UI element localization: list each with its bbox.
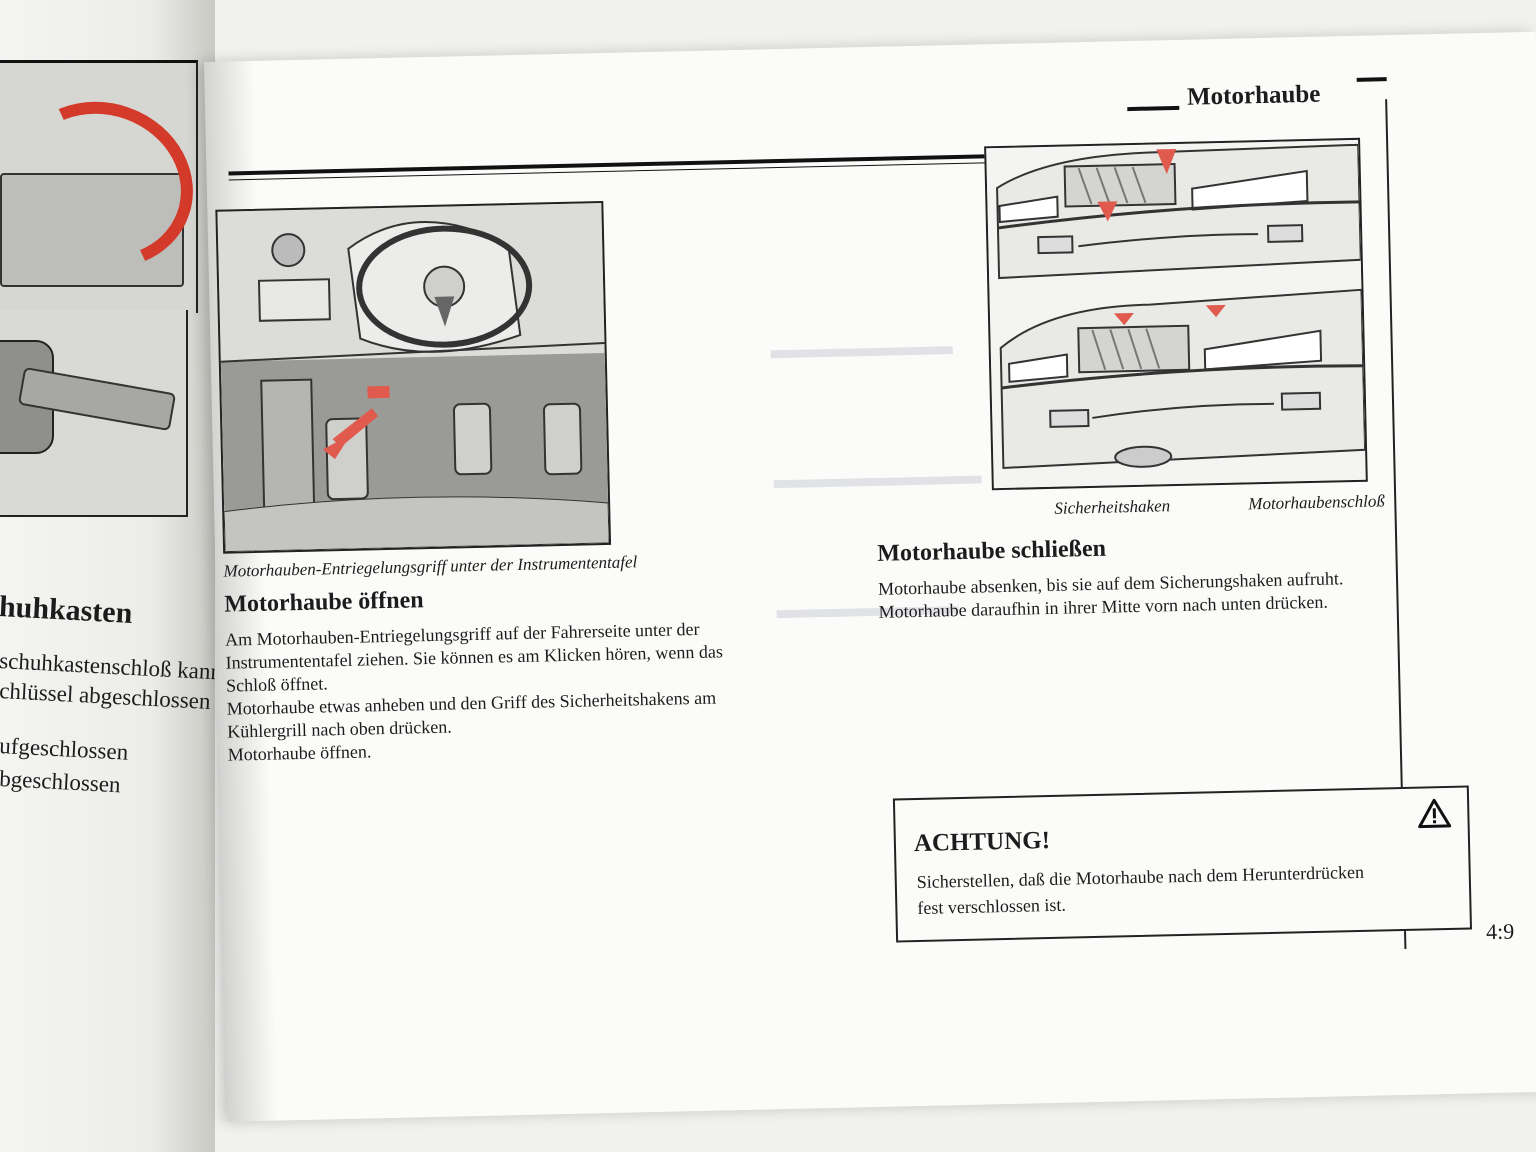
section-heading-close: Motorhaube schließen [877,535,1107,567]
glovebox-lock-illustration: B [0,60,215,348]
warning-title: ACHTUNG! [913,827,1051,858]
key-illustration [0,310,188,517]
warning-box: ACHTUNG! Sicherstellen, daß die Motorhau… [892,785,1473,943]
figure-caption-safety-hook: Sicherheitshaken [1054,496,1171,518]
left-page: B huhkasten schuhkastenschloß kann chlüs… [0,0,215,1152]
hood-closing-illustration [984,137,1368,491]
lock-housing [0,173,184,287]
left-page-line: ufgeschlossen [0,733,129,765]
show-through-text: ▬▬▬▬▬▬▬ [770,331,953,365]
manual-page: ▬▬▬▬▬▬▬ ▬▬▬▬▬▬▬▬ ▬▬▬▬▬▬▬ Motorhaube [204,31,1536,1122]
title-decoration [1356,77,1387,82]
figure-caption-hood-lock: Motorhaubenschloß [1248,491,1386,514]
left-page-heading: huhkasten [0,590,134,630]
show-through-text: ▬▬▬▬▬▬▬▬ [773,460,982,495]
release-lever-highlight [367,385,390,399]
warning-text: Sicherstellen, daß die Motorhaube nach d… [916,861,1365,893]
dashboard-drawing [217,203,610,553]
body-line: Kühlergrill nach oben drücken. [226,716,452,742]
hood-release-illustration [215,200,612,554]
title-decoration [1127,105,1180,112]
warning-triangle-icon [1418,798,1452,829]
car-front-drawing [986,139,1367,489]
page-number: 4:9 [1485,918,1515,945]
left-page-line: bgeschlossen [0,766,122,798]
body-line: Schloß öffnet. [225,673,329,696]
left-page-line: chlüssel abgeschlossen [0,678,212,715]
figure-caption: Motorhauben-Entriegelungsgriff unter der… [223,552,638,581]
section-heading-open: Motorhaube öffnen [224,587,424,618]
warning-text: fest verschlossen ist. [917,894,1067,919]
section-title: Motorhaube [1186,80,1321,111]
body-line: Motorhaube öffnen. [227,741,372,765]
